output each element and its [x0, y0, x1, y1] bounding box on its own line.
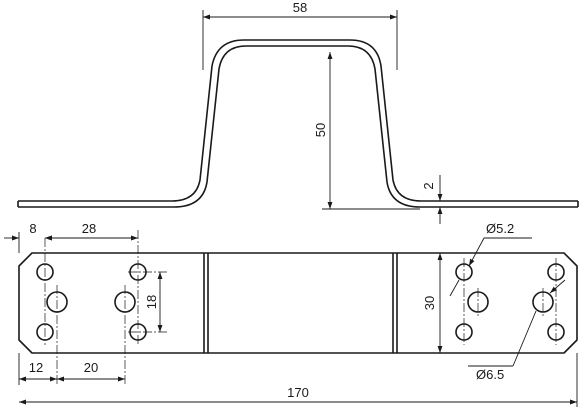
dim-170-text: 170 [287, 385, 309, 400]
dim-18-text: 18 [144, 295, 159, 309]
dim-30-text: 30 [422, 296, 437, 310]
dim-20: 20 [57, 360, 125, 382]
dim-thickness-text: 2 [421, 182, 436, 189]
side-view [17, 39, 579, 208]
strap-outline [18, 252, 578, 354]
dim-50: 50 [313, 52, 420, 210]
leader-large-hole: Ø6.5 [468, 279, 566, 382]
leader-small-hole: Ø5.2 [449, 221, 532, 297]
dim-20-text: 20 [84, 360, 98, 375]
large-hole-diameter-text: Ø6.5 [476, 367, 504, 382]
dim-28: 28 [45, 221, 138, 241]
strap-profile-inner [18, 45, 578, 208]
dim-12-text: 12 [29, 360, 43, 375]
dim-8: 8 [4, 221, 64, 253]
dim-170: 170 [19, 353, 578, 407]
strap-profile-outer [18, 39, 578, 202]
dim-50-text: 50 [313, 123, 328, 137]
dim-18: 18 [144, 272, 163, 332]
dim-58-text: 58 [293, 0, 307, 15]
plan-view [18, 230, 578, 385]
dim-thickness: 2 [421, 175, 443, 224]
dim-30: 30 [422, 252, 446, 354]
dim-8-text: 8 [29, 221, 36, 236]
dim-58: 58 [202, 0, 398, 70]
dim-28-text: 28 [82, 221, 96, 236]
dim-12: 12 [18, 353, 57, 385]
small-hole-diameter-text: Ø5.2 [486, 221, 514, 236]
